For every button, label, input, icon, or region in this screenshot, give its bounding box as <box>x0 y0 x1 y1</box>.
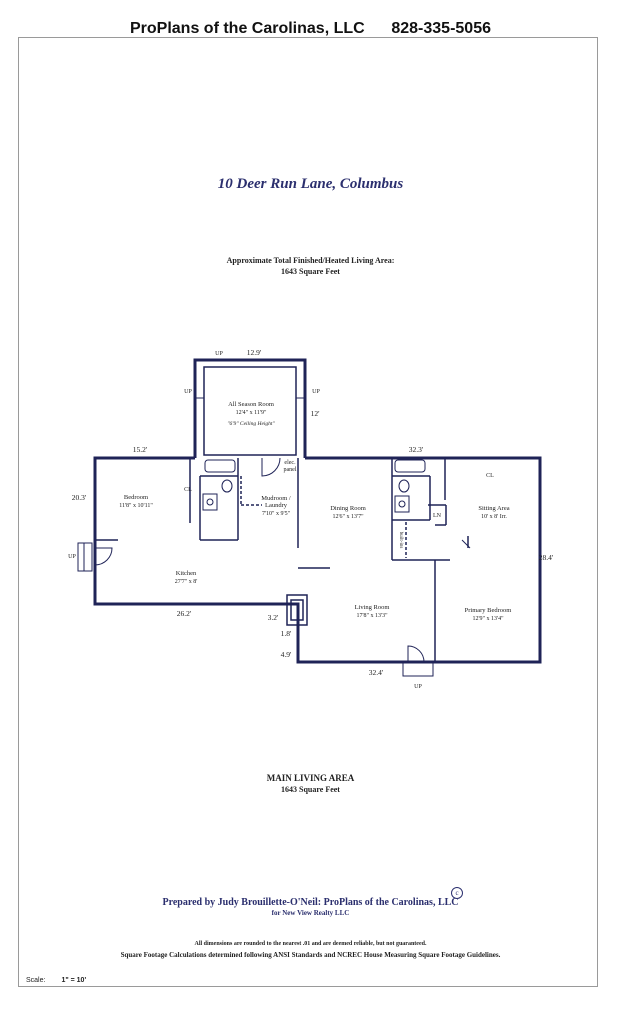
sitting-area-name: Sitting Area <box>478 505 509 512</box>
up-label-left: UP <box>184 389 192 395</box>
closet-label-sitting: CL <box>486 473 494 479</box>
all-season-room-size: 12'4" x 11'9" <box>236 410 267 416</box>
kitchen-name: Kitchen <box>176 570 197 577</box>
company-name: ProPlans of the Carolinas, LLC <box>129 20 365 37</box>
elec-label-1: elec. <box>284 460 296 466</box>
dim-right-side: 28.4' <box>539 553 554 562</box>
scale-label: Scale: <box>26 977 46 984</box>
dining-room-size: 12'6" x 13'7" <box>332 514 364 520</box>
interior-walls <box>95 366 469 662</box>
area-summary-value: 1643 Square Feet <box>281 267 340 276</box>
dim-sunroom-top: 12.9' <box>247 348 262 357</box>
all-season-room-note: "6'9" Ceiling Height" <box>227 421 275 427</box>
bedroom-size: 11'8" x 10'11" <box>119 503 153 509</box>
up-label-right: UP <box>312 389 320 395</box>
dim-right-top: 32.3' <box>409 445 424 454</box>
kitchen-size: 27'7" x 8' <box>175 579 198 585</box>
copyright-icon: c <box>451 887 463 899</box>
page-frame <box>18 37 598 987</box>
scale: Scale: 1" = 10' <box>26 977 86 984</box>
page-header: ProPlans of the Carolinas, LLC 828-335-5… <box>0 20 621 38</box>
dim-bottom: 32.4' <box>369 668 384 677</box>
dim-sunroom-side: 12' <box>311 409 321 418</box>
up-label-front: UP <box>414 684 422 690</box>
all-season-room-name: All Season Room <box>228 401 274 408</box>
sitting-area-size: 10' x 8' Irr. <box>481 514 507 520</box>
dining-room-name: Dining Room <box>330 505 366 512</box>
dim-left-top: 15.2' <box>133 445 148 454</box>
exterior-walls <box>93 358 542 664</box>
fixtures <box>77 397 471 677</box>
bedroom-name: Bedroom <box>124 494 148 501</box>
dim-step-3-2: 3.2' <box>268 613 279 622</box>
disclaimer: All dimensions are rounded to the neares… <box>194 941 427 947</box>
mudroom-name-1: Mudroom / <box>261 495 291 502</box>
up-label-kitchen: UP <box>68 554 76 560</box>
scale-value: 1" = 10' <box>61 977 87 984</box>
main-area-sqft: 1643 Square Feet <box>281 785 340 794</box>
dim-step-4-9: 4.9' <box>281 650 292 659</box>
mudroom-name-2: Laundry <box>265 502 288 509</box>
dim-step-1-8: 1.8' <box>281 629 292 638</box>
up-label-top: UP <box>215 351 223 357</box>
area-summary-label: Approximate Total Finished/Heated Living… <box>226 256 395 265</box>
living-room-name: Living Room <box>355 604 390 611</box>
property-address: 10 Deer Run Lane, Columbus <box>217 176 404 192</box>
primary-bedroom-size: 12'9" x 13'4" <box>472 616 504 622</box>
living-room-size: 17'8" x 13'3" <box>356 613 388 619</box>
dim-kitchen-bottom: 26.2' <box>177 609 192 618</box>
mudroom-size: 7'10" x 9'5" <box>262 511 291 517</box>
prepared-by: Prepared by Judy Brouillette-O'Neil: Pro… <box>162 897 459 908</box>
standards-note: Square Footage Calculations determined f… <box>120 951 501 959</box>
elec-label-2: panel <box>284 467 297 473</box>
linen-label: LN <box>433 513 442 519</box>
prepared-for: for New View Realty LLC <box>271 909 350 917</box>
dim-left-side: 20.3' <box>72 493 87 502</box>
builtins-label: built-ins <box>398 532 403 549</box>
closet-label-bedroom: CL <box>184 487 192 493</box>
company-phone: 828-335-5056 <box>391 20 491 37</box>
main-area-title: MAIN LIVING AREA <box>266 773 355 783</box>
primary-bedroom-name: Primary Bedroom <box>465 607 512 614</box>
